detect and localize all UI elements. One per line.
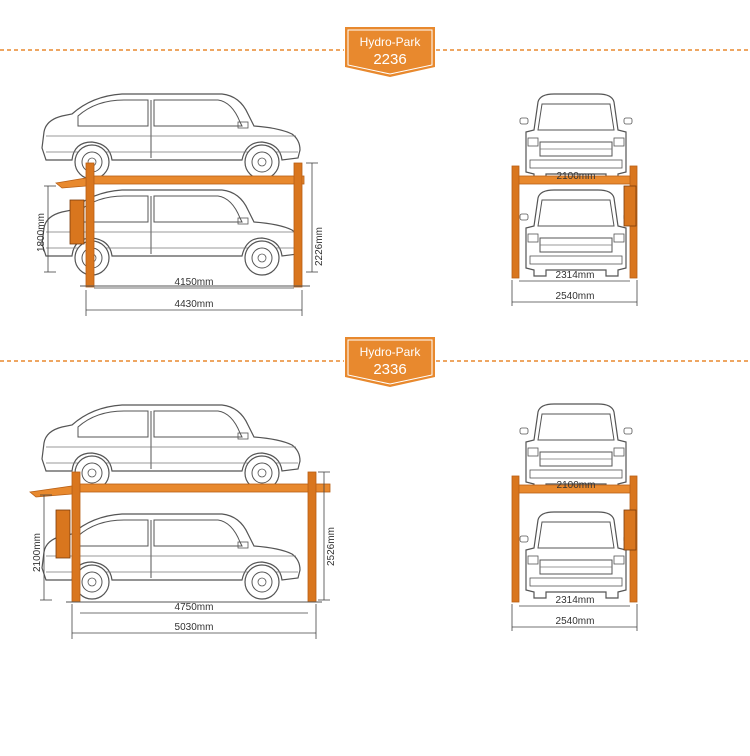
dim-height-lower: 1800mm [36, 213, 47, 252]
model-badge: Hydro-Park 2236 [345, 27, 435, 77]
section-2236: Hydro-Park 2236 1800mm 2226mm 4150mm [0, 27, 750, 316]
badge-brand: Hydro-Park [360, 35, 422, 49]
post-right [307, 471, 317, 603]
upper-car [41, 404, 301, 491]
lower-car-front [519, 511, 633, 599]
dim-inner-length: 4750mm [175, 602, 214, 613]
upper-car-front [519, 403, 633, 491]
dim-inner-width: 2314mm [556, 270, 595, 281]
ramp [55, 177, 87, 189]
front-view: 2100mm 2314mm 2540mm [511, 93, 638, 306]
lower-car [41, 513, 301, 600]
post-right [293, 162, 303, 288]
upper-car [41, 93, 301, 180]
side-view: 1800mm 2226mm 4150mm 4430mm [36, 93, 325, 316]
dim-height-lower: 2100mm [32, 533, 43, 572]
dim-platform-width: 2100mm [557, 171, 596, 182]
upper-platform [85, 175, 305, 185]
post-front-left [511, 475, 520, 603]
post-left [85, 162, 95, 288]
hydraulic-unit [69, 199, 85, 245]
dim-height-total: 2526mm [326, 527, 337, 566]
lower-car-front [519, 189, 633, 277]
dim-platform-width: 2100mm [557, 480, 596, 491]
badge-model: 2236 [373, 51, 406, 68]
dim-overall-width: 2540mm [556, 616, 595, 627]
dim-inner-width: 2314mm [556, 595, 595, 606]
badge-brand: Hydro-Park [360, 345, 422, 359]
upper-platform [75, 483, 331, 493]
hydraulic-unit [55, 509, 71, 559]
section-2336: Hydro-Park 2336 2100mm 2526mm 4750mm [0, 337, 750, 639]
dim-overall-width: 2540mm [556, 291, 595, 302]
hydraulic-unit-front [623, 509, 637, 551]
badge-model: 2336 [373, 361, 406, 378]
post-front-left [511, 165, 520, 279]
dim-inner-length: 4150mm [175, 277, 214, 288]
dim-height-total: 2226mm [314, 227, 325, 266]
front-view: 2100mm 2314mm 2540mm [511, 403, 638, 631]
upper-car-front [519, 93, 633, 181]
dim-overall-length: 5030mm [175, 622, 214, 633]
ramp [29, 485, 73, 498]
side-view: 2100mm 2526mm 4750mm 5030mm [29, 404, 337, 639]
dim-overall-length: 4430mm [175, 299, 214, 310]
post-left [71, 471, 81, 603]
model-badge: Hydro-Park 2336 [345, 337, 435, 387]
hydraulic-unit-front [623, 185, 637, 227]
